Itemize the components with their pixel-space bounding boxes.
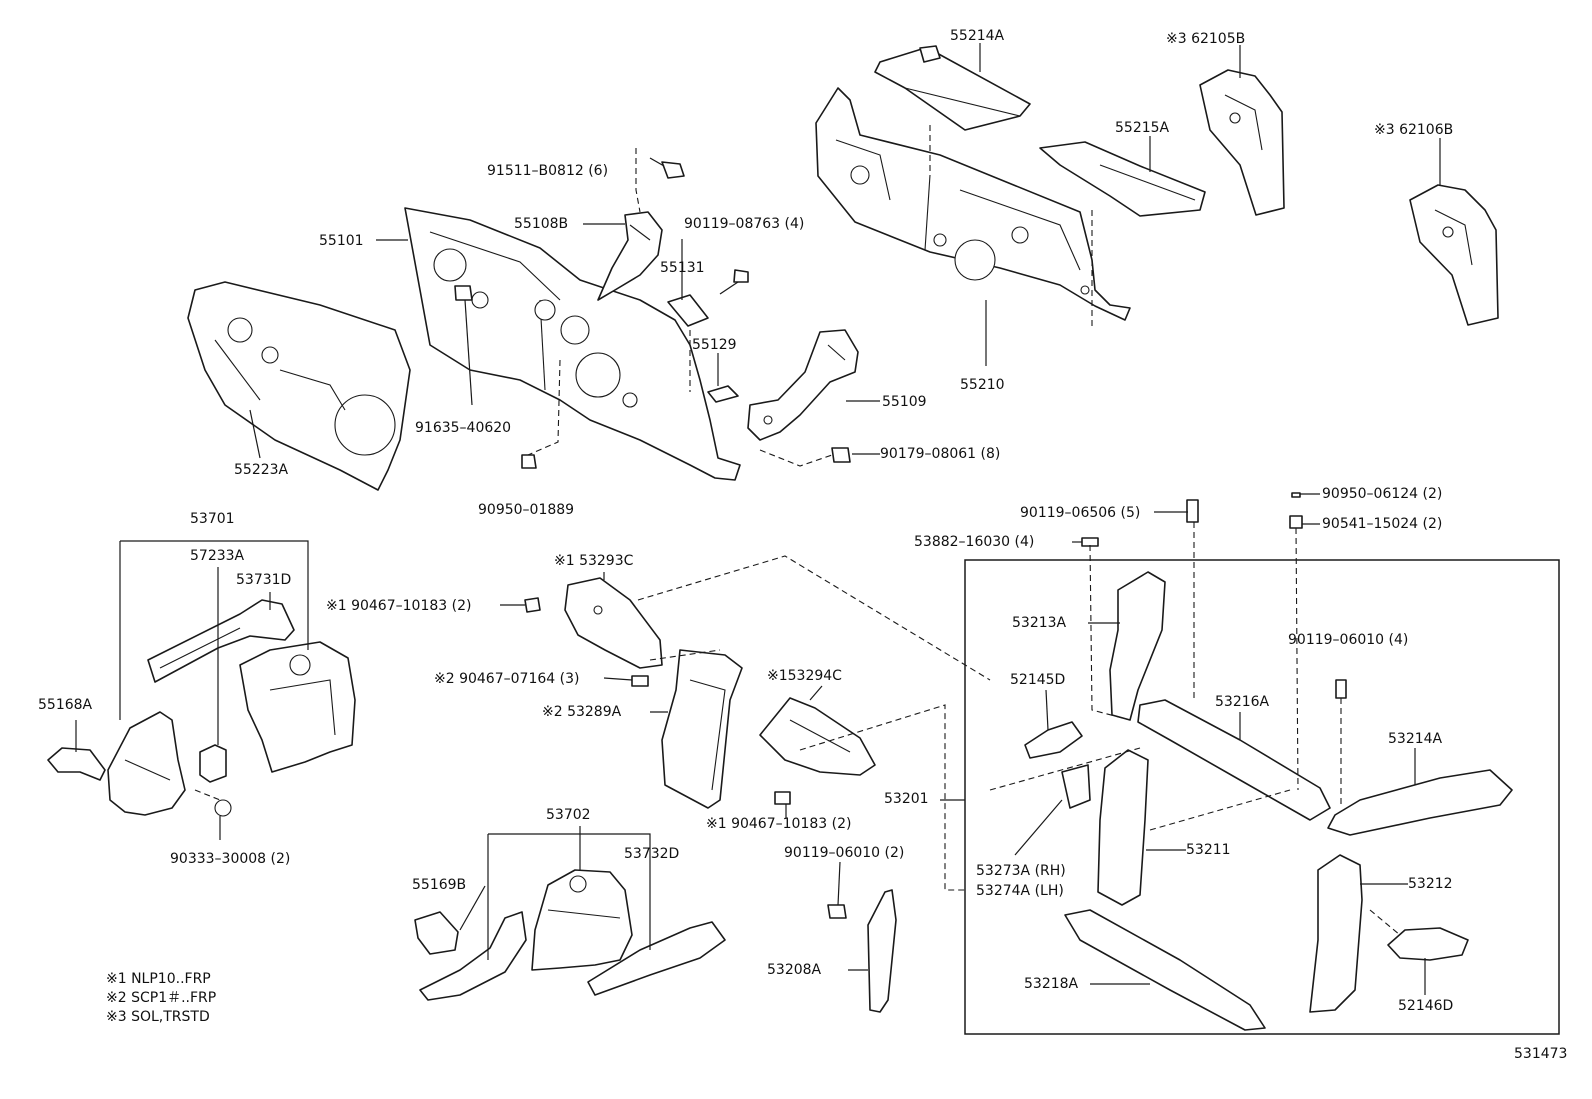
label-55108b: 55108B — [514, 216, 569, 232]
part-55210 — [815, 87, 1131, 321]
label-53274a: 53274A (LH) — [976, 883, 1064, 899]
label-62105b: ※3 62105B — [1166, 31, 1246, 47]
part-57233a — [199, 744, 227, 783]
label-53702: 53702 — [546, 807, 591, 823]
part-53211 — [1097, 749, 1149, 906]
diagram-id: 531473 — [1514, 1046, 1568, 1062]
part-53701-apron — [107, 711, 186, 816]
leader-lines — [75, 43, 1441, 995]
part-90333 — [214, 799, 232, 817]
label-90333: 90333–30008 (2) — [170, 851, 291, 867]
part-62105b — [1199, 69, 1285, 216]
note-3: ※3 SOL,TRSTD — [106, 1009, 210, 1025]
label-53201: 53201 — [884, 791, 929, 807]
label-90119-06010-b: 90119–06010 (2) — [784, 845, 905, 861]
label-53731d: 53731D — [236, 572, 292, 588]
label-53293c: ※1 53293C — [554, 553, 634, 569]
label-53701: 53701 — [190, 511, 235, 527]
part-53701-housing — [239, 641, 356, 773]
label-53213a: 53213A — [1012, 615, 1067, 631]
label-53208a: 53208A — [767, 962, 822, 978]
label-53273a: 53273A (RH) — [976, 863, 1066, 879]
part-53731d — [147, 599, 295, 683]
part-53732d — [587, 921, 726, 996]
dashed-lines — [194, 125, 1401, 936]
part-53208a — [827, 889, 897, 1013]
label-90179: 90179–08061 (8) — [880, 446, 1001, 462]
fasteners-right — [1081, 492, 1347, 699]
label-55101: 55101 — [319, 233, 364, 249]
label-55168a: 55168A — [38, 697, 93, 713]
part-53216a — [1137, 699, 1331, 821]
assembly-53201-frame — [964, 559, 1560, 1035]
part-53214a — [1327, 769, 1513, 836]
part-55129 — [707, 385, 739, 403]
label-91635: 91635–40620 — [415, 420, 512, 436]
label-90119-06010-a: 90119–06010 (4) — [1288, 632, 1409, 648]
part-55131 — [667, 294, 709, 327]
label-90119-08763: 90119–08763 (4) — [684, 216, 805, 232]
part-55169b — [414, 911, 459, 955]
label-90467-07164: ※2 90467–07164 (3) — [434, 671, 580, 687]
label-90950-06124: 90950–06124 (2) — [1322, 486, 1443, 502]
part-55215a — [1039, 141, 1206, 217]
part-55223a — [187, 281, 411, 491]
label-55131: 55131 — [660, 260, 705, 276]
part-53213a — [1109, 571, 1166, 721]
part-53702-apron — [419, 911, 527, 1001]
part-53294c — [759, 697, 876, 776]
part-55109 — [747, 329, 859, 441]
note-2: ※2 SCP1＃..FRP — [106, 990, 217, 1006]
label-53289a: ※2 53289A — [542, 704, 622, 720]
part-52146d — [1387, 927, 1469, 961]
bolts-middle — [524, 597, 791, 805]
label-53212: 53212 — [1408, 876, 1453, 892]
label-55214a: 55214A — [950, 28, 1005, 44]
label-52145d: 52145D — [1010, 672, 1066, 688]
note-1: ※1 NLP10..FRP — [106, 971, 211, 987]
label-55169b: 55169B — [412, 877, 467, 893]
label-90467-10183-b: ※1 90467–10183 (2) — [706, 816, 852, 832]
label-55129: 55129 — [692, 337, 737, 353]
part-53293c — [564, 577, 663, 669]
part-53702-housing — [531, 869, 633, 971]
label-90119-06506: 90119–06506 (5) — [1020, 505, 1141, 521]
part-55168a — [47, 747, 106, 781]
fasteners-top — [454, 157, 851, 469]
label-53294c: ※153294C — [767, 668, 842, 684]
part-52145d — [1024, 721, 1083, 759]
part-55108b — [597, 211, 663, 301]
label-57233a: 57233A — [190, 548, 245, 564]
label-90541: 90541–15024 (2) — [1322, 516, 1443, 532]
label-53214a: 53214A — [1388, 731, 1443, 747]
part-55214a — [874, 45, 1031, 131]
label-53732d: 53732D — [624, 846, 680, 862]
label-90950-01889: 90950–01889 — [478, 502, 575, 518]
part-53273a-53274a — [1061, 764, 1091, 809]
part-62106b — [1409, 184, 1499, 326]
part-53218a — [1064, 909, 1266, 1031]
label-53216a: 53216A — [1215, 694, 1270, 710]
label-55223a: 55223A — [234, 462, 289, 478]
label-55109: 55109 — [882, 394, 927, 410]
label-55210: 55210 — [960, 377, 1005, 393]
label-53211: 53211 — [1186, 842, 1231, 858]
part-55101 — [404, 207, 741, 481]
part-53289a — [661, 649, 743, 809]
label-53218a: 53218A — [1024, 976, 1079, 992]
label-90467-10183-a: ※1 90467–10183 (2) — [326, 598, 472, 614]
label-52146d: 52146D — [1398, 998, 1454, 1014]
label-53882: 53882–16030 (4) — [914, 534, 1035, 550]
label-91511: 91511–B0812 (6) — [487, 163, 609, 179]
part-53212 — [1309, 854, 1363, 1013]
label-55215a: 55215A — [1115, 120, 1170, 136]
label-62106b: ※3 62106B — [1374, 122, 1454, 138]
